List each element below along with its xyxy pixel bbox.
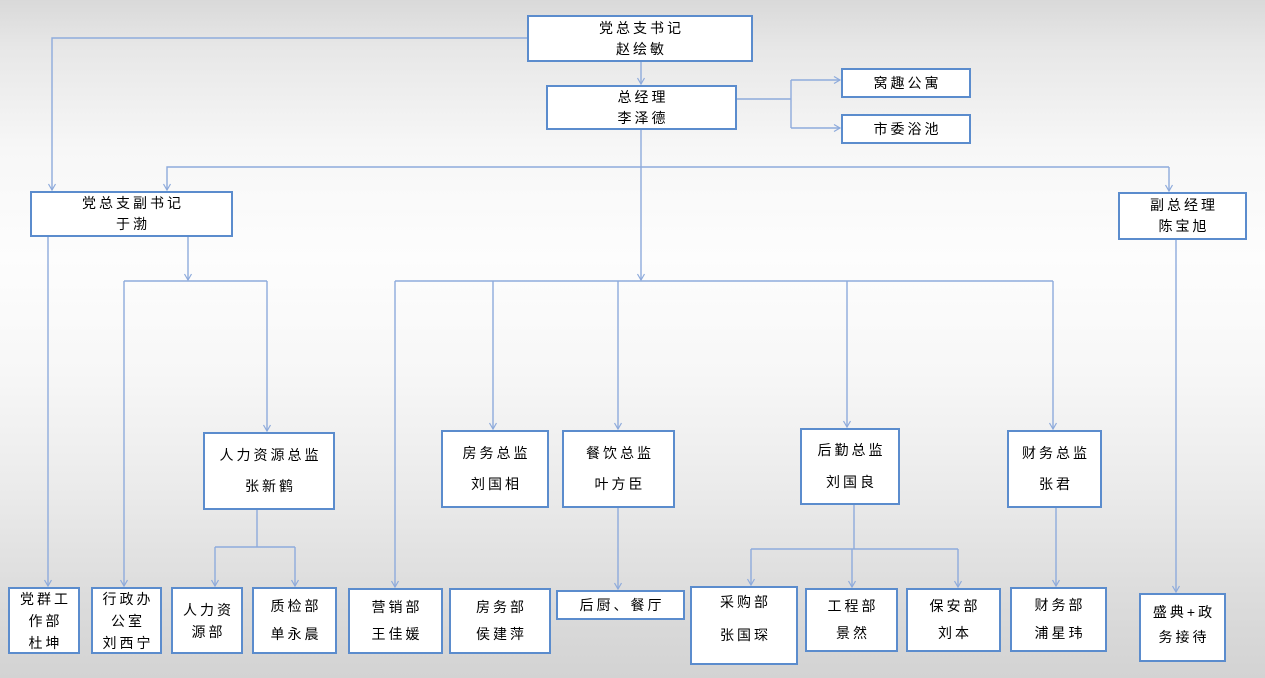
node-deputy-general-manager: 副总经理陈宝旭 [1118,192,1247,240]
node-kitchen-dining: 后厨、餐厅 [556,590,685,620]
node-marketing-dept: 营销部王佳媛 [348,588,443,654]
node-engineering-dept: 工程部景然 [805,588,898,652]
node-hr-director: 人力资源总监张新鹤 [203,432,335,510]
node-security-dept: 保安部刘本 [906,588,1001,652]
node-hr-dept: 人力资源部 [171,587,243,654]
node-admin-office: 行政办公室刘西宁 [91,587,162,654]
node-general-manager: 总经理李泽德 [546,85,737,130]
node-finance-dept: 财务部浦星玮 [1010,587,1107,652]
node-ceremony-reception: 盛典+政务接待 [1139,593,1226,662]
node-deputy-party-secretary: 党总支副书记于渤 [30,191,233,237]
node-woqu-apartment: 窝趣公寓 [841,68,971,98]
node-finance-director: 财务总监张君 [1007,430,1102,508]
node-catering-director: 餐饮总监叶方臣 [562,430,675,508]
node-party-secretary: 党总支书记赵绘敏 [527,15,753,62]
node-rooms-director: 房务总监刘国相 [441,430,549,508]
node-party-mass-dept: 党群工作部杜坤 [8,587,80,654]
node-shiwei-bathhouse: 市委浴池 [841,114,971,144]
node-logistics-director: 后勤总监刘国良 [800,428,900,505]
node-purchasing-dept: 采购部张国琛 [690,586,798,665]
node-rooms-dept: 房务部侯建萍 [449,588,551,654]
edge-gm-to-deputy-secretary [162,166,1169,192]
edge-secretary-to-deputy-secretary [47,37,527,192]
node-quality-dept: 质检部单永晨 [252,587,337,654]
